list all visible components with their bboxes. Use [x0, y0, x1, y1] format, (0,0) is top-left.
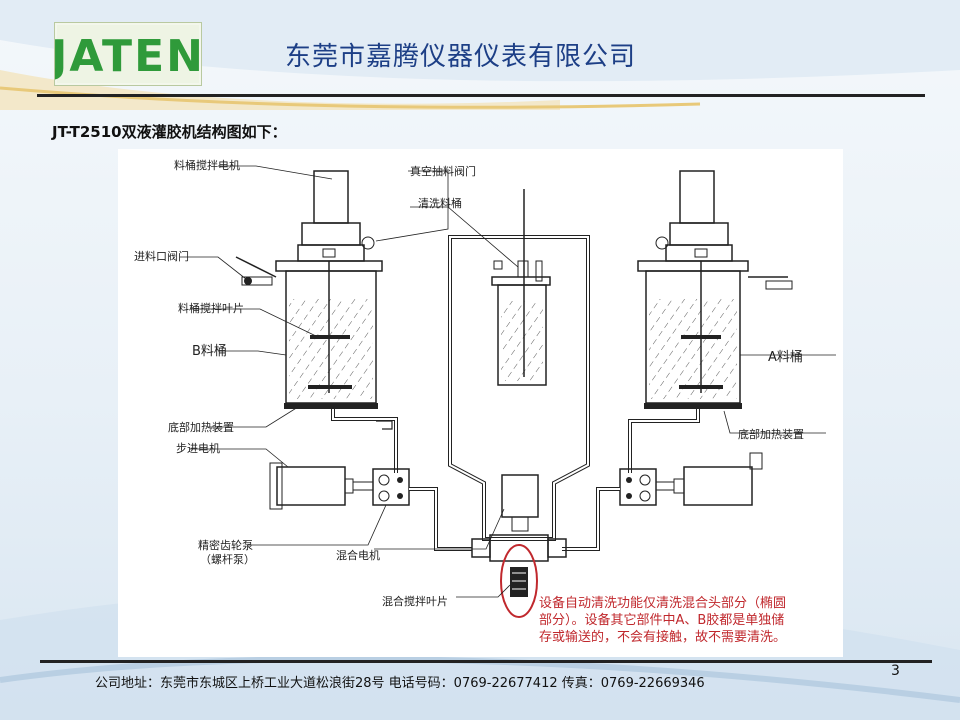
note-line-2: 部分）。设备其它部件中A、B胶都是单独储 — [539, 612, 784, 628]
footer-contact: 公司地址：东莞市东城区上桥工业大道松浪街28号 电话号码：0769-226774… — [95, 676, 705, 691]
mixing-head-ellipse — [500, 544, 538, 618]
stepper-motor-right — [683, 466, 753, 506]
page-number: 3 — [891, 663, 900, 679]
mix-motor — [501, 474, 539, 518]
header-divider — [37, 94, 925, 97]
company-name: 东莞市嘉腾仪器仪表有限公司 — [285, 42, 637, 72]
label-tank-b: B料桶 — [192, 344, 227, 359]
note-line-3: 存或输送的，不会有接触，故不需要清洗。 — [539, 629, 786, 645]
cleaning-note: 设备自动清洗功能仅清洗混合头部分（椭圆 部分）。设备其它部件中A、B胶都是单独储… — [539, 595, 786, 645]
label-feed-valve: 进料口阀门 — [134, 249, 189, 263]
tank-a-heater — [644, 403, 742, 409]
tank-a-motor — [679, 170, 715, 224]
label-mix-motor: 混合电机 — [336, 548, 380, 562]
company-logo: JATEN — [48, 22, 203, 86]
label-clean-tank: 清洗料桶 — [418, 196, 462, 210]
slide-subtitle: JT-T2510双液灌胶机结构图如下： — [52, 123, 287, 141]
note-line-1: 设备自动清洗功能仅清洗混合头部分（椭圆 — [539, 595, 786, 611]
label-heater-left: 底部加热装置 — [168, 420, 234, 434]
mix-blade — [510, 567, 528, 597]
label-tank-blade: 料桶搅拌叶片 — [178, 301, 244, 315]
cleaning-assembly — [448, 189, 590, 618]
label-screw-pump: （螺杆泵） — [200, 552, 255, 566]
leader-lines — [180, 165, 836, 598]
cleaning-tank-body — [497, 284, 547, 386]
label-mix-blade: 混合搅拌叶片 — [382, 594, 448, 608]
structure-diagram: 料桶搅拌电机 真空抽料阀门 清洗料桶 进料口阀门 料桶搅拌叶片 B料桶 A料桶 … — [118, 149, 843, 657]
label-heater-right: 底部加热装置 — [738, 427, 804, 441]
label-tank-motor: 料桶搅拌电机 — [174, 158, 240, 172]
label-vacuum-valve: 真空抽料阀门 — [410, 164, 476, 178]
tank-b-heater — [284, 403, 378, 409]
gear-pump-right — [619, 468, 657, 506]
gear-pump-left — [372, 468, 410, 506]
label-tank-a: A料桶 — [768, 350, 803, 365]
tank-b-gauge — [361, 236, 375, 250]
label-gear-pump: 精密齿轮泵 — [198, 538, 253, 552]
tank-b-assembly — [235, 170, 472, 551]
svg-text:JATEN: JATEN — [55, 31, 201, 82]
footer-divider — [40, 660, 932, 663]
tank-a-assembly — [562, 170, 793, 551]
label-stepper-motor: 步进电机 — [176, 441, 220, 455]
stepper-motor-left — [276, 466, 346, 506]
